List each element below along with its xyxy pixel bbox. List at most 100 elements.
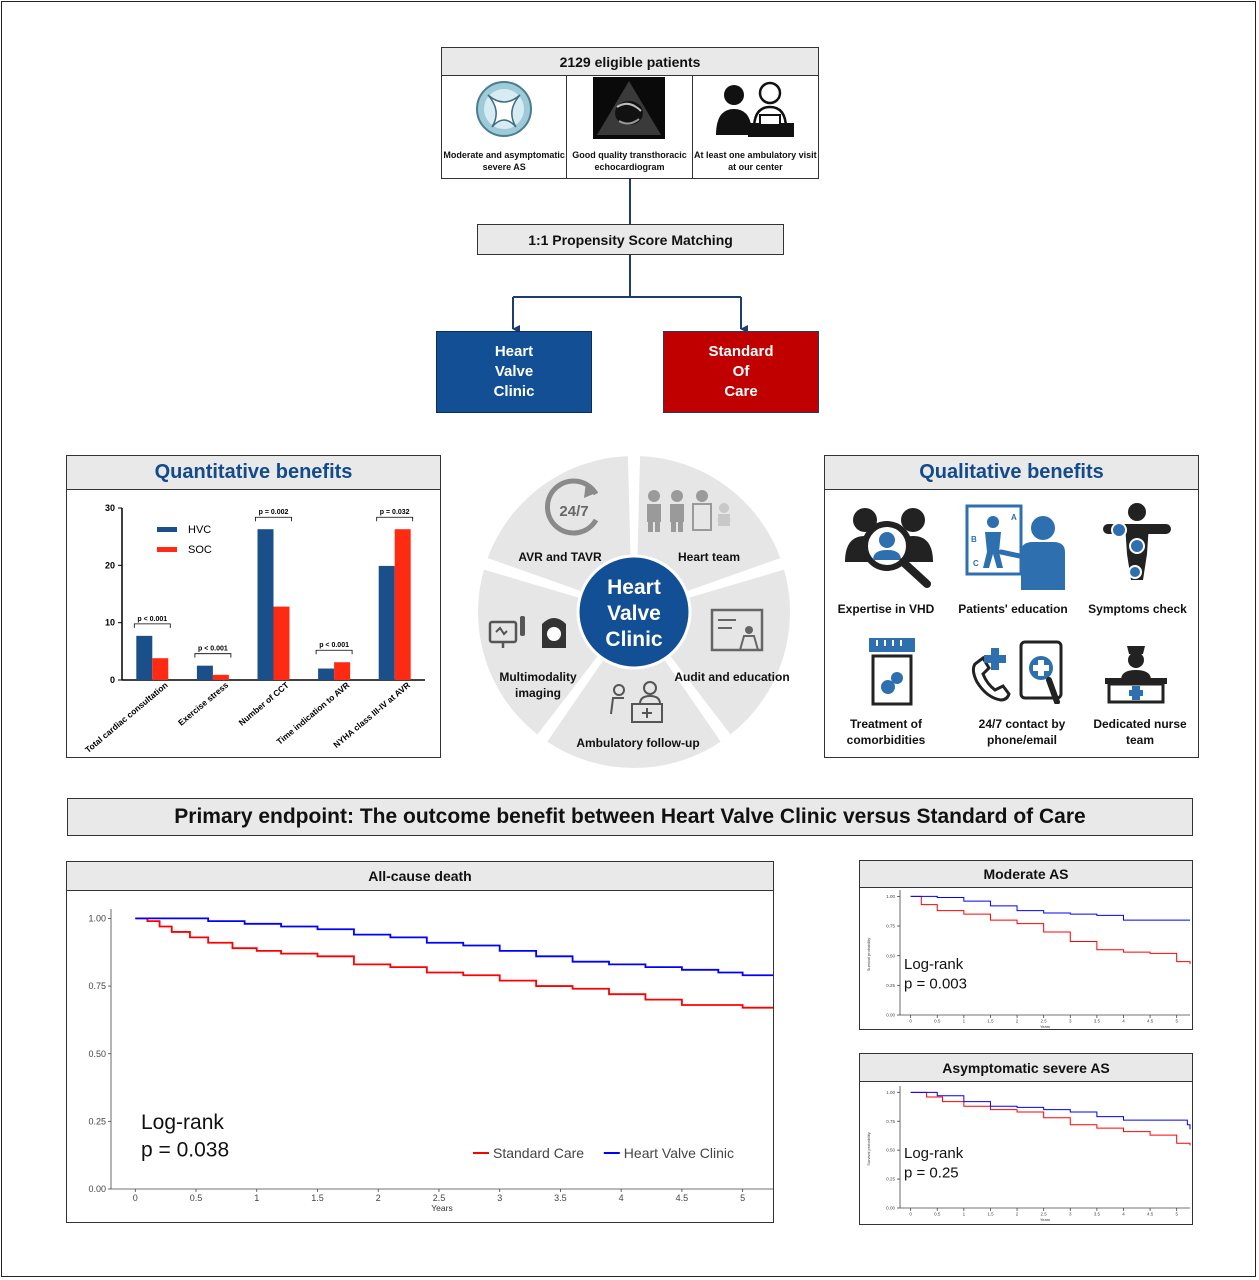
km-y-tick-label: 0.25 (88, 1117, 106, 1127)
phone-tablet-contact-icon (971, 640, 1063, 704)
km-x-tick-label: 2.5 (1041, 1019, 1048, 1024)
km-logrank-label: Log-rank (141, 1111, 224, 1134)
km-x-tick-label: 1 (254, 1193, 259, 1203)
patient-education-icon: A B C (965, 504, 1065, 590)
consultation-desk-icon (610, 681, 663, 723)
km-y-tick-label: 0.75 (886, 924, 895, 929)
km-pvalue-label: p = 0.003 (904, 976, 967, 993)
km-moderate-title: Moderate AS (859, 860, 1193, 888)
km-x-axis-label: Years (1040, 1024, 1050, 1029)
wheel-seg-imaging-line1: Multimodality (499, 670, 577, 684)
km-asymptomatic-title-text: Asymptomatic severe AS (942, 1059, 1110, 1076)
km-main-title: All-cause death (66, 861, 774, 891)
hvc-arm-line1: Heart (494, 343, 534, 360)
clock-24-7-text: 24/7 (559, 503, 588, 520)
km-x-axis-label: Years (1040, 1217, 1050, 1222)
soc-arm-line3: Care (724, 383, 758, 400)
bar-legend-swatch (157, 527, 177, 532)
km-x-tick-label: 4.5 (1147, 1019, 1154, 1024)
quantitative-title-text: Quantitative benefits (154, 461, 353, 483)
criterion-moderate-as: Moderate and asymptomatic severe AS (442, 76, 568, 178)
bar-pvalue-label: p < 0.001 (198, 646, 228, 653)
expertise-magnifier-icon (845, 508, 933, 588)
dedicated-nurse-label: Dedicated nurse team (1093, 717, 1187, 747)
aortic-valve-icon (476, 81, 533, 137)
wheel-seg-avr-tavr: AVR and TAVR (518, 550, 602, 564)
eligible-patients-label: 2129 eligible patients (559, 53, 701, 70)
km-x-tick-label: 1.5 (311, 1193, 324, 1203)
propensity-matching-label: 1:1 Propensity Score Matching (528, 231, 733, 248)
hvc-arm-line3: Clinic (493, 383, 535, 400)
km-x-tick-label: 2.5 (433, 1193, 446, 1203)
expertise-vhd-label: Expertise in VHD (837, 602, 935, 616)
patients-education-label: Patients' education (958, 602, 1068, 616)
bar-soc (273, 606, 290, 680)
primary-endpoint-title: Primary endpoint: The outcome benefit be… (67, 798, 1193, 836)
bar-pvalue-bracket (315, 649, 353, 655)
km-y-tick-label: 0.00 (886, 1206, 895, 1211)
wheel-center-circle (576, 554, 692, 670)
km-y-tick-label: 0.25 (886, 1177, 895, 1182)
bar-hvc (257, 529, 274, 680)
propensity-matching-box: 1:1 Propensity Score Matching (477, 224, 784, 255)
hvc-wheel: Heart Valve Clinic 24/7 AVR and TAVR Hea… (474, 452, 794, 772)
km-x-tick-label: 0.5 (190, 1193, 203, 1203)
km-x-tick-label: 4.5 (1147, 1212, 1154, 1217)
treatment-comorbidities-label: Treatment of comorbidities (846, 717, 926, 747)
km-main-title-text: All-cause death (368, 868, 472, 884)
km-y-tick-label: 1.00 (886, 894, 895, 899)
bar-hvc (196, 665, 213, 680)
km-y-tick-label: 0.50 (88, 1049, 106, 1059)
km-x-tick-label: 4 (1122, 1019, 1125, 1024)
km-x-tick-label: 1 (963, 1212, 966, 1217)
wheel-seg-audit-education: Audit and education (674, 670, 789, 684)
criterion-echo: Good quality transthoracic echocardiogra… (567, 76, 693, 178)
symptoms-check-icon (1103, 503, 1171, 580)
km-y-tick-label: 0.50 (886, 1148, 895, 1153)
quantitative-title: Quantitative benefits (66, 455, 441, 490)
km-y-tick-label: 0.75 (886, 1119, 895, 1124)
bar-soc (334, 662, 351, 680)
bar-y-tick-label: 10 (105, 618, 115, 628)
primary-endpoint-text: Primary endpoint: The outcome benefit be… (174, 805, 1086, 828)
km-x-tick-label: 1.5 (987, 1212, 994, 1217)
bar-pvalue-label: p < 0.001 (319, 642, 349, 649)
km-x-tick-label: 3.5 (554, 1193, 567, 1203)
bar-hvc (318, 668, 335, 680)
km-x-tick-label: 4 (619, 1193, 624, 1203)
criteria-row: Moderate and asymptomatic severe AS Good… (441, 75, 819, 179)
soc-arm-line2: Of (732, 363, 750, 380)
bar-soc (212, 674, 229, 680)
bar-legend-swatch (157, 547, 177, 552)
soc-arm-box: Standard Of Care (663, 331, 819, 413)
km-legend-label: Heart Valve Clinic (624, 1145, 734, 1161)
svg-text:A: A (1011, 513, 1017, 522)
km-legend-label: Standard Care (493, 1145, 584, 1161)
bar-soc (152, 658, 169, 680)
bar-category-label: Exercise stress (176, 680, 230, 728)
km-x-tick-label: 0 (909, 1019, 912, 1024)
bar-y-tick-label: 0 (110, 675, 115, 685)
km-y-axis-label: Survival probability (866, 938, 871, 972)
criterion-ambulatory-visit-label: At least one ambulatory visit at our cen… (694, 150, 817, 172)
bar-pvalue-bracket (194, 653, 232, 658)
echocardiogram-image (593, 77, 666, 139)
bar-legend-label: HVC (188, 524, 211, 536)
km-x-tick-label: 4 (1122, 1212, 1125, 1217)
hvc-arm-line2: Valve (494, 363, 534, 380)
km-x-tick-label: 0.5 (934, 1019, 941, 1024)
wheel-seg-imaging-line2: imaging (515, 686, 561, 700)
km-curve-standard (910, 1091, 1191, 1146)
wheel-seg-ambulatory: Ambulatory follow-up (576, 736, 699, 750)
km-curve-standard (135, 917, 773, 1009)
km-x-tick-label: 2 (1016, 1212, 1019, 1217)
km-y-axis-label: Survival probability (866, 1132, 871, 1166)
doctor-patient-icon (716, 81, 795, 137)
bar-pvalue-label: p = 0.002 (259, 509, 289, 516)
